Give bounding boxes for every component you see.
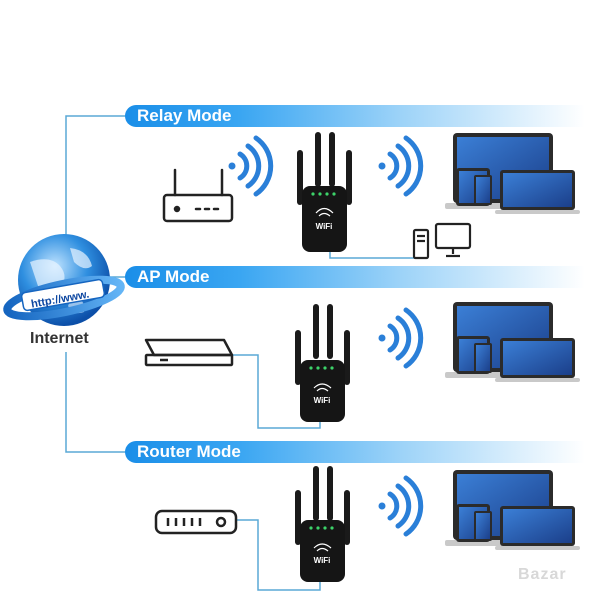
wifi-signal-icon xyxy=(228,135,274,197)
devices-group-icon xyxy=(445,470,580,550)
mode-label: Router Mode xyxy=(137,442,241,461)
repeater-brand-label: WiFi xyxy=(314,556,331,565)
ap-mode-banner: AP Mode xyxy=(125,266,585,288)
internet-label: Internet xyxy=(30,330,89,347)
wifi-signal-icon xyxy=(378,307,424,369)
devices-group-icon xyxy=(445,302,580,382)
wifi-repeater-icon xyxy=(295,466,350,582)
internet-globe-icon xyxy=(3,234,125,326)
wireless-router-icon xyxy=(162,168,234,223)
wifi-repeater-icon xyxy=(295,304,350,422)
desktop-pc-icon xyxy=(412,222,472,260)
repeater-brand-label: WiFi xyxy=(316,222,333,231)
modem-icon xyxy=(144,338,234,367)
router-box-icon xyxy=(154,509,238,535)
repeater-brand-label: WiFi xyxy=(314,396,331,405)
watermark-text: Bazar xyxy=(518,566,567,583)
wifi-signal-icon xyxy=(378,135,424,197)
relay-mode-banner: Relay Mode xyxy=(125,105,585,127)
devices-group-icon xyxy=(445,133,580,214)
mode-label: AP Mode xyxy=(137,267,210,286)
router-mode-banner: Router Mode xyxy=(125,441,585,463)
mode-label: Relay Mode xyxy=(137,106,232,125)
url-ribbon xyxy=(20,278,106,312)
wifi-repeater-icon xyxy=(297,132,352,252)
wifi-signal-icon xyxy=(378,475,424,537)
connection-lines xyxy=(65,115,418,591)
